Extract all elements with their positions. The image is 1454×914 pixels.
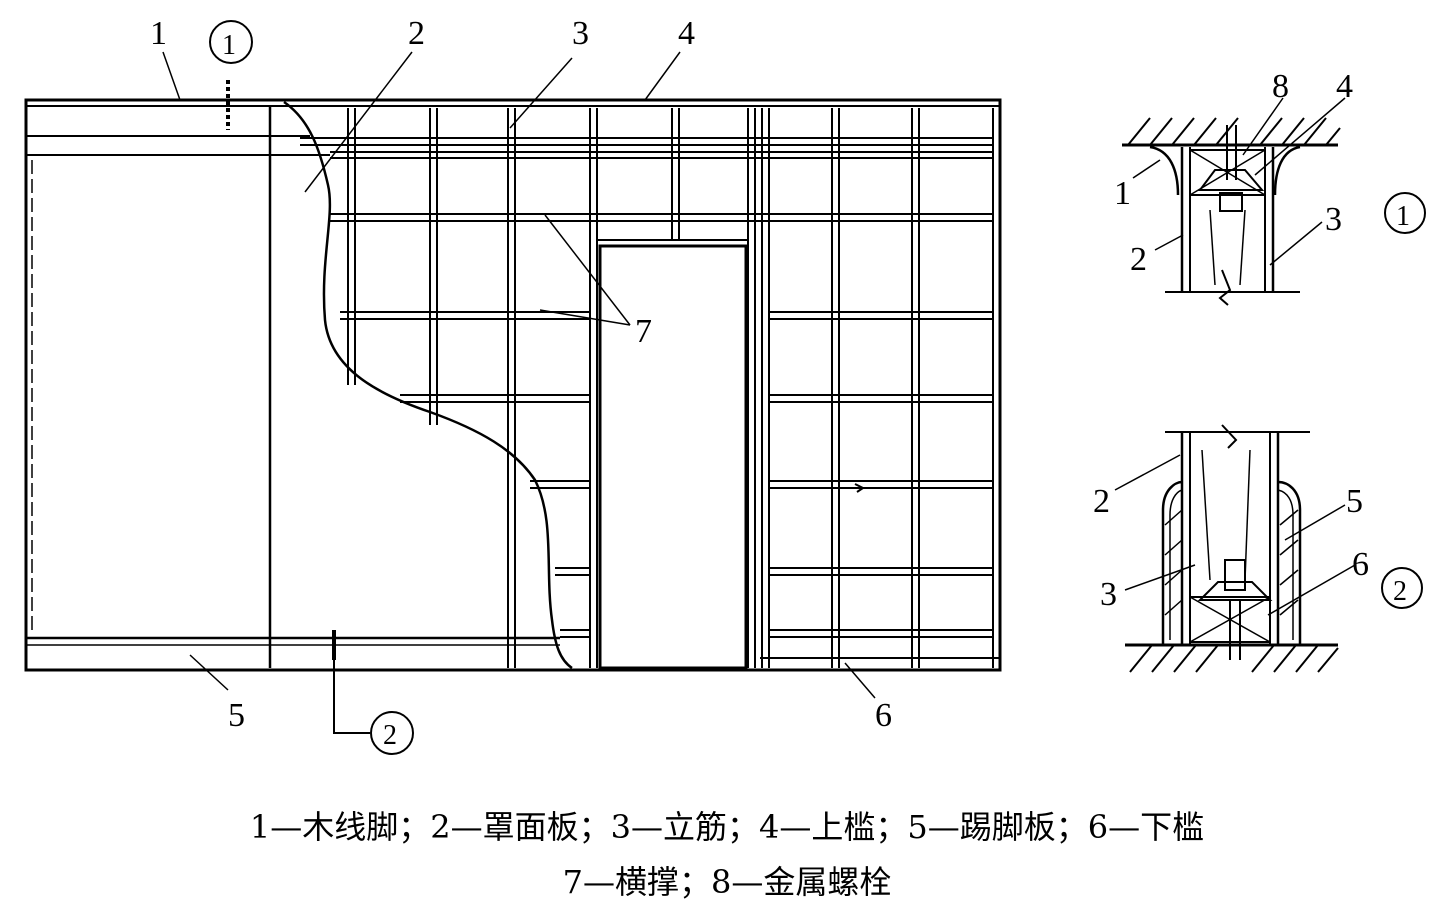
callout-4: 4 (678, 15, 695, 52)
door-opening (598, 244, 748, 670)
legend-caption-line-1: 1—木线脚；2—罩面板；3—立筋；4—上槛；5—踢脚板；6—下槛 (249, 808, 1205, 846)
detail1-callout-1: 1 (1114, 175, 1131, 212)
detail-1-top-section (1122, 97, 1426, 306)
detail2-callout-6: 6 (1352, 546, 1369, 583)
detail1-callout-4: 4 (1336, 68, 1353, 105)
legend-caption-line-2: 7—横撑；8—金属螺栓 (562, 863, 892, 901)
section2-leader (333, 660, 370, 734)
leader-lines (162, 51, 876, 699)
detail1-callout-8: 8 (1272, 68, 1289, 105)
detail1-callout-3: 3 (1325, 201, 1342, 238)
detail-2-bottom-section (1114, 424, 1423, 673)
section2-mark (370, 711, 414, 755)
detail2-callout-5: 5 (1346, 483, 1363, 520)
callout-3: 3 (572, 15, 589, 52)
studs (347, 108, 994, 668)
detail2-section-number: 2 (1393, 576, 1407, 607)
callout-6: 6 (875, 697, 892, 734)
main-elevation (24, 20, 1002, 755)
skirting-right (1277, 480, 1302, 647)
cross-braces (300, 137, 993, 638)
section1-number: 1 (222, 30, 236, 61)
cover-panel-cut-edge (283, 100, 573, 670)
detail2-callout-2: 2 (1093, 483, 1110, 520)
detail2-callout-3: 3 (1100, 576, 1117, 613)
detail1-callout-2: 2 (1130, 241, 1147, 278)
detail1-section-number: 1 (1396, 201, 1410, 232)
callout-5: 5 (228, 697, 245, 734)
callout-1: 1 (150, 15, 167, 52)
skirting-left (1161, 480, 1183, 647)
wall-outline (24, 98, 1002, 672)
callout-7: 7 (635, 313, 652, 350)
section2-number: 2 (383, 720, 397, 751)
callout-2: 2 (408, 15, 425, 52)
section1-mark (209, 20, 253, 64)
